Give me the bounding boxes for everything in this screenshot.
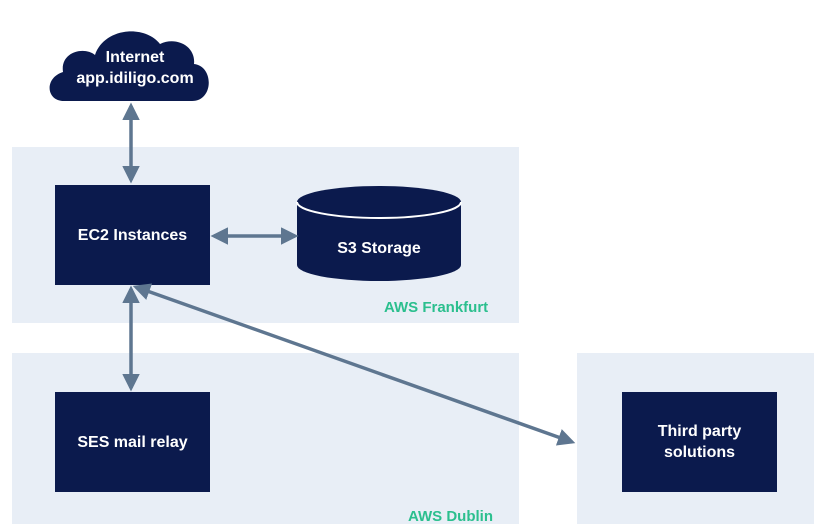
ec2-instances-label: EC2 Instances [77, 226, 188, 244]
s3-storage-label: S3 Storage [337, 239, 421, 257]
database-cylinder-icon [296, 186, 462, 281]
third-party-solutions-node: Third party solutions [622, 392, 777, 492]
third-party-solutions-label: Third party solutions [657, 423, 742, 461]
ec2-instances-node: EC2 Instances [55, 185, 210, 285]
cloud-icon [49, 31, 209, 101]
internet-label: Internet app.idiligo.com [76, 49, 194, 87]
region-label-aws-dublin: AWS Dublin [408, 508, 493, 525]
arrow-ec2-third-party [132, 283, 576, 446]
